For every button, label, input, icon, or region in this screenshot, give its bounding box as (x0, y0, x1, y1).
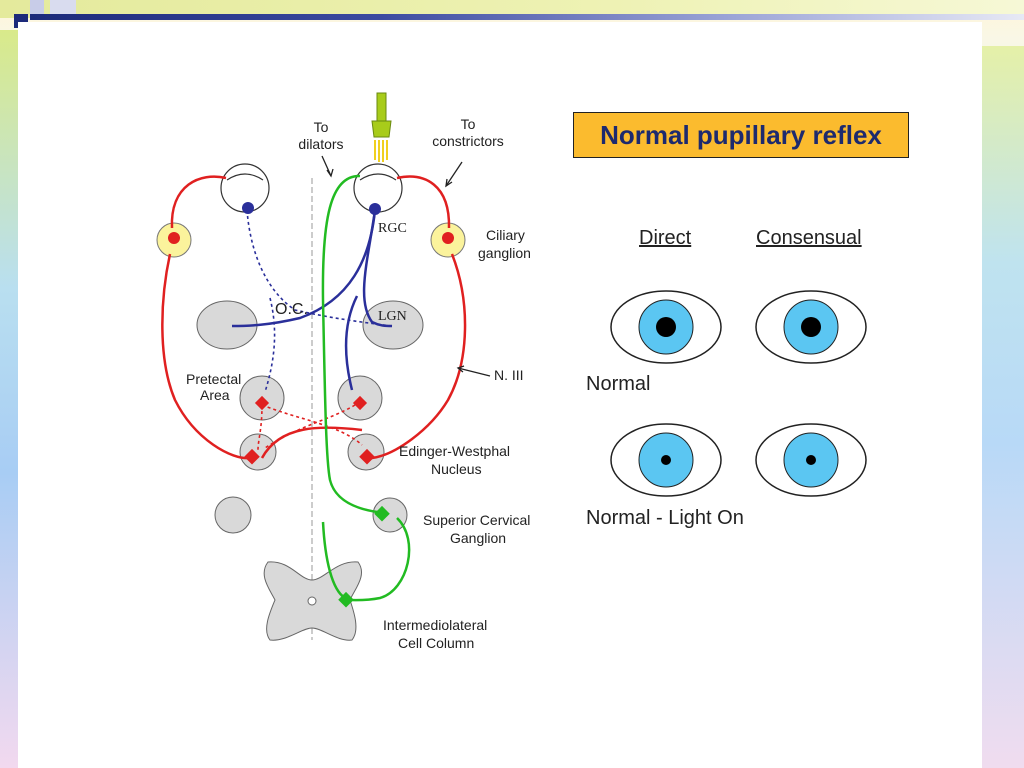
label-ciliary: Ciliary (486, 227, 525, 243)
eye-light-consensual-icon (755, 423, 867, 497)
top-bar (0, 0, 1024, 18)
label-oc: O.C. (275, 301, 308, 318)
label-edinger: Edinger-Westphal (399, 443, 510, 459)
label-to-constrictors: To (461, 116, 476, 132)
eye-normal-consensual-icon (755, 290, 867, 364)
label-intermediolateral: Intermediolateral (383, 617, 487, 633)
column-consensual: Consensual (756, 227, 862, 249)
label-superior-cervical: Superior Cervical (423, 512, 530, 528)
svg-text:ganglion: ganglion (478, 245, 531, 261)
eye-light-direct-icon (610, 423, 722, 497)
svg-text:dilators: dilators (298, 136, 343, 152)
label-n3: N. III (494, 367, 524, 383)
grey-nucleus (214, 496, 252, 534)
column-direct: Direct (639, 227, 692, 249)
label-to-dilators: To (314, 119, 329, 135)
svg-text:Cell Column: Cell Column (398, 635, 474, 651)
slide-title: Normal pupillary reflex (573, 112, 909, 158)
left-band (0, 30, 18, 768)
label-lgn: LGN (378, 309, 407, 324)
svg-text:constrictors: constrictors (432, 133, 504, 149)
row-label-normal: Normal (586, 373, 651, 395)
svg-text:Nucleus: Nucleus (431, 461, 482, 477)
corner-decoration (30, 0, 44, 14)
svg-text:Area: Area (200, 387, 230, 403)
label-rgc: RGC (378, 221, 407, 236)
eye-normal-direct-icon (610, 290, 722, 364)
lgn-right (362, 300, 424, 350)
label-pretectal: Pretectal (186, 371, 241, 387)
row-label-light-on: Normal - Light On (586, 507, 744, 529)
light-source-icon (371, 92, 392, 162)
right-band (982, 46, 1024, 768)
svg-text:Ganglion: Ganglion (450, 530, 506, 546)
edinger-left (239, 433, 277, 471)
title-stripe (30, 14, 1024, 20)
